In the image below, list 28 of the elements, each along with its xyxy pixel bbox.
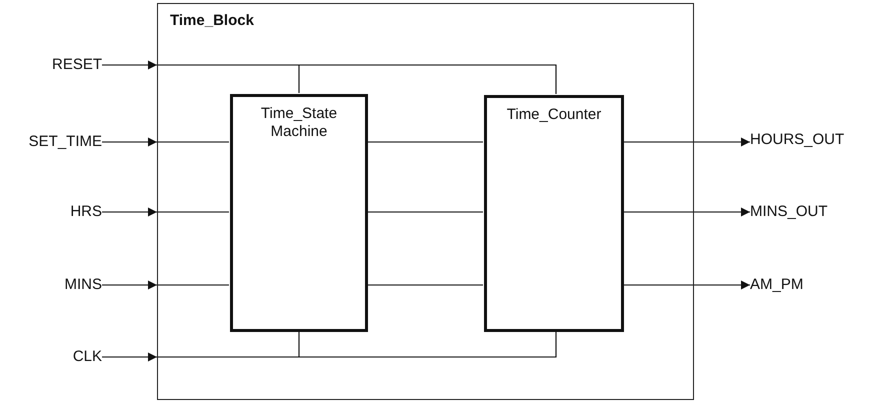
signal-line <box>157 141 229 143</box>
block-frame <box>157 3 694 400</box>
module-box <box>230 94 368 332</box>
input-signal-label: MINS <box>30 276 102 294</box>
input-signal-label: RESET <box>30 56 102 74</box>
signal-arrow <box>102 138 157 146</box>
signal-arrow <box>623 138 750 146</box>
output-signal-label: HOURS_OUT <box>750 131 884 151</box>
signal-arrow <box>102 280 157 290</box>
signal-line <box>367 211 483 213</box>
signal-line <box>157 211 229 213</box>
signal-arrow <box>102 208 157 216</box>
output-signal-label: AM_PM <box>750 276 884 294</box>
module-name: Time_State Machine <box>260 105 338 141</box>
signal-line <box>367 284 483 286</box>
signal-arrow <box>102 352 157 362</box>
signal-line <box>157 284 229 286</box>
signal-arrow <box>623 280 750 290</box>
input-signal-label: HRS <box>30 203 102 221</box>
signal-line <box>367 141 483 143</box>
signal-arrow <box>623 208 750 216</box>
module-box <box>484 95 624 332</box>
block-title: Time_Block <box>170 12 254 30</box>
signal-arrow <box>102 60 157 70</box>
module-name: Time_Counter <box>506 106 602 124</box>
output-signal-label: MINS_OUT <box>750 203 884 221</box>
input-signal-label: SET_TIME <box>10 133 102 151</box>
input-signal-label: CLK <box>30 348 102 366</box>
